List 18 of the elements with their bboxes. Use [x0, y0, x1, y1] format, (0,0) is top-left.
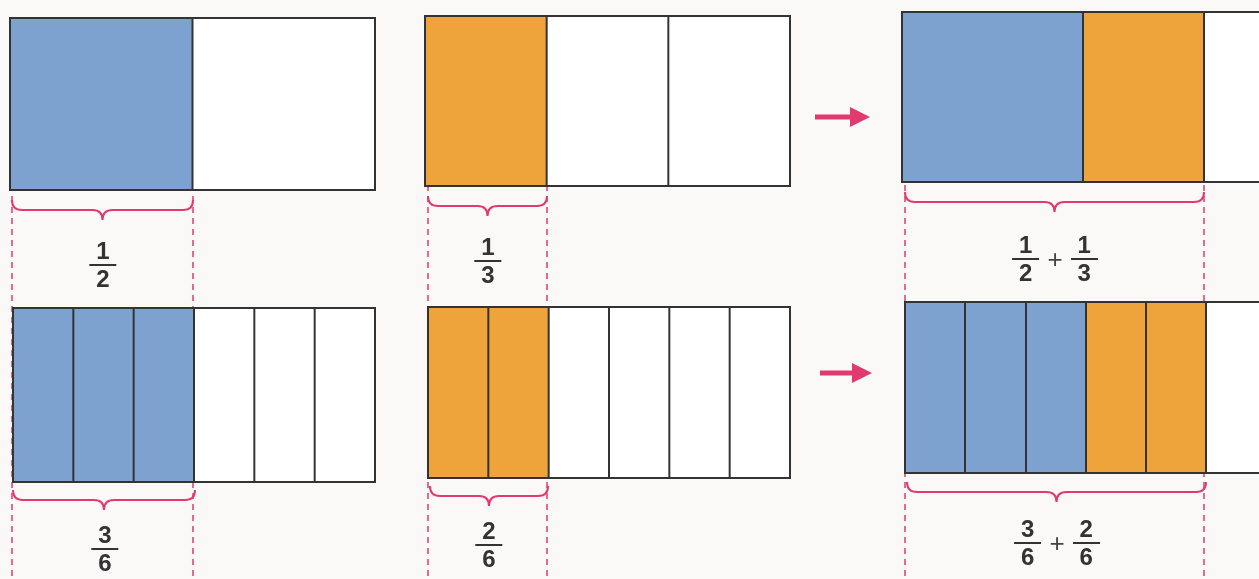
denominator: 6 — [482, 546, 496, 573]
denominator: 2 — [1019, 260, 1033, 287]
denominator: 6 — [1079, 544, 1093, 571]
plus-sign: + — [1049, 527, 1065, 559]
numerator: 3 — [91, 522, 119, 551]
numerator: 1 — [89, 238, 117, 267]
numerator: 1 — [1012, 232, 1040, 261]
numerator: 2 — [475, 518, 503, 547]
plus-sign: + — [1047, 243, 1063, 275]
numerator: 2 — [1072, 516, 1100, 545]
numerator: 1 — [474, 234, 502, 263]
denominator: 6 — [98, 550, 112, 577]
numerator: 3 — [1014, 516, 1042, 545]
denominator: 6 — [1021, 544, 1035, 571]
denominator: 3 — [1077, 260, 1091, 287]
numerator: 1 — [1070, 232, 1098, 261]
denominator: 3 — [481, 262, 495, 289]
denominator: 2 — [96, 266, 110, 293]
